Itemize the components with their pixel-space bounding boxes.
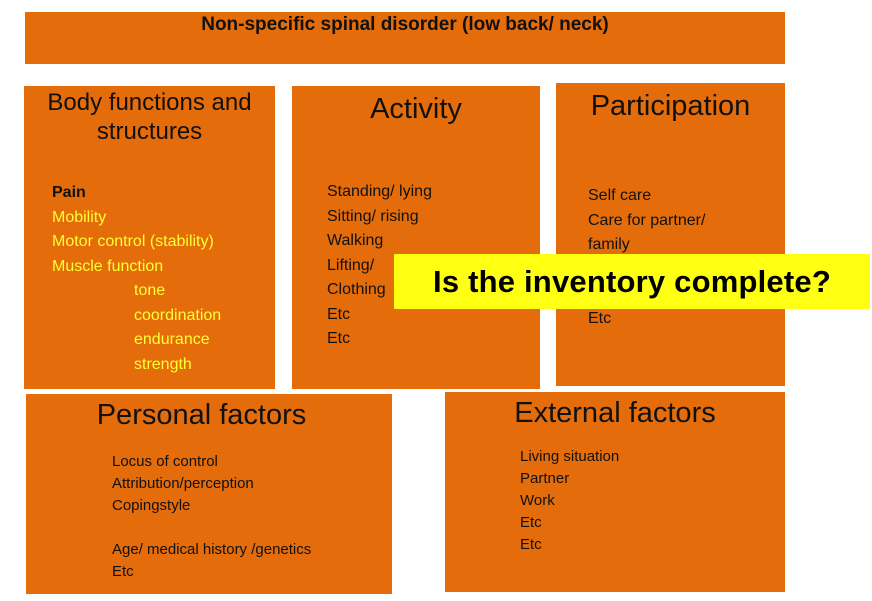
body-functions-box: Body functions and structures Pain Mobil… — [24, 86, 275, 389]
list-item: Living situation — [520, 448, 620, 465]
participation-list: Self care Care for partner/ family Etc — [588, 184, 705, 331]
list-item: Etc — [327, 305, 351, 323]
title-box: Non-specific spinal disorder (low back/ … — [25, 12, 785, 64]
list-item: Partner — [520, 470, 570, 487]
list-item: Muscle function — [52, 257, 164, 275]
list-item: family — [588, 236, 630, 253]
list-item: Self care — [588, 187, 652, 204]
list-item: Work — [520, 492, 555, 509]
list-item: Etc — [520, 514, 542, 531]
list-item: Etc — [112, 563, 134, 580]
list-item: tone — [134, 282, 166, 299]
diagram-title: Non-specific spinal disorder (low back/ … — [201, 14, 609, 35]
external-factors-box: External factors Living situation Partne… — [445, 392, 785, 592]
list-item: Care for partner/ — [588, 211, 706, 229]
list-item: Etc — [520, 536, 542, 553]
external-factors-list: Living situation Partner Work Etc Etc — [520, 446, 619, 556]
body-functions-list: Pain Mobility Motor control (stability) … — [52, 181, 221, 377]
activity-list: Standing/ lying Sitting/ rising Walking … — [327, 180, 432, 352]
list-item: Etc — [588, 309, 612, 327]
activity-box: Activity Standing/ lying Sitting/ rising… — [292, 86, 540, 389]
list-item: Age/ medical history /genetics — [112, 541, 312, 558]
list-item: coordination — [134, 306, 222, 324]
list-item: Locus of control — [112, 453, 218, 470]
list-item: Sitting/ rising — [327, 207, 419, 225]
list-item: Pain — [52, 184, 86, 201]
personal-factors-box: Personal factors Locus of control Attrib… — [26, 394, 392, 594]
participation-box: Participation Self care Care for partner… — [556, 83, 785, 386]
participation-heading: Participation — [590, 90, 751, 122]
list-item: strength — [134, 355, 192, 373]
list-item: endurance — [134, 331, 210, 348]
list-item: Walking — [327, 232, 384, 249]
personal-factors-heading: Personal factors — [96, 399, 307, 431]
external-factors-heading: External factors — [514, 397, 716, 429]
inventory-callout: Is the inventory complete? — [394, 254, 870, 309]
callout-text: Is the inventory complete? — [433, 263, 831, 299]
personal-factors-list: Locus of control Attribution/perception … — [112, 451, 311, 583]
list-item: Lifting/ — [327, 256, 375, 274]
list-item — [112, 517, 311, 539]
body-functions-heading-line1: Body functions and — [47, 89, 252, 116]
list-item: Clothing — [327, 281, 386, 298]
body-functions-heading: Body functions and structures — [24, 89, 275, 147]
list-item: Mobility — [52, 208, 107, 226]
list-item: Copingstyle — [112, 497, 191, 514]
activity-heading: Activity — [370, 93, 462, 125]
list-item: Standing/ lying — [327, 183, 432, 200]
list-item: Attribution/perception — [112, 475, 254, 492]
list-item: Motor control (stability) — [52, 233, 214, 250]
list-item: Etc — [327, 330, 351, 347]
body-functions-heading-line2: structures — [96, 117, 203, 145]
